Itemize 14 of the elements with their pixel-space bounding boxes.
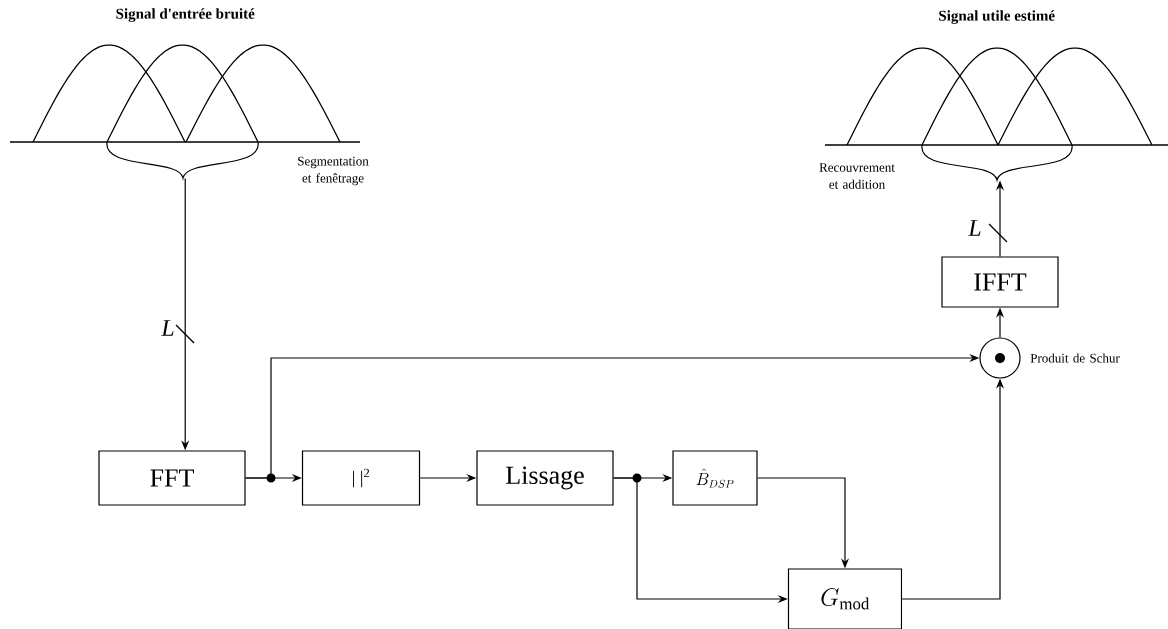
edge-label: L <box>968 220 981 236</box>
side-label: Produit de Schur <box>1030 353 1120 363</box>
edge-label: L <box>161 320 174 336</box>
process-box: | |$^{2}$ <box>301 450 421 506</box>
process-box: $\hat{B}_{DSP}$ <box>672 450 758 506</box>
process-box: $G_{\mathrm{mod}}$ <box>787 568 903 629</box>
annotation-text: Segmentation et fenêtrage <box>298 156 369 186</box>
annotation-text: Recouvrement et addition <box>819 163 895 189</box>
schur-product-circle <box>979 337 1021 379</box>
process-box: Lissage <box>476 450 614 506</box>
signal-heading: Signal d'entrée bruité <box>116 8 255 22</box>
process-box: FFT <box>98 450 246 506</box>
signal-heading: Signal utile estimé <box>939 10 1055 24</box>
process-box: IFFT <box>941 256 1059 308</box>
